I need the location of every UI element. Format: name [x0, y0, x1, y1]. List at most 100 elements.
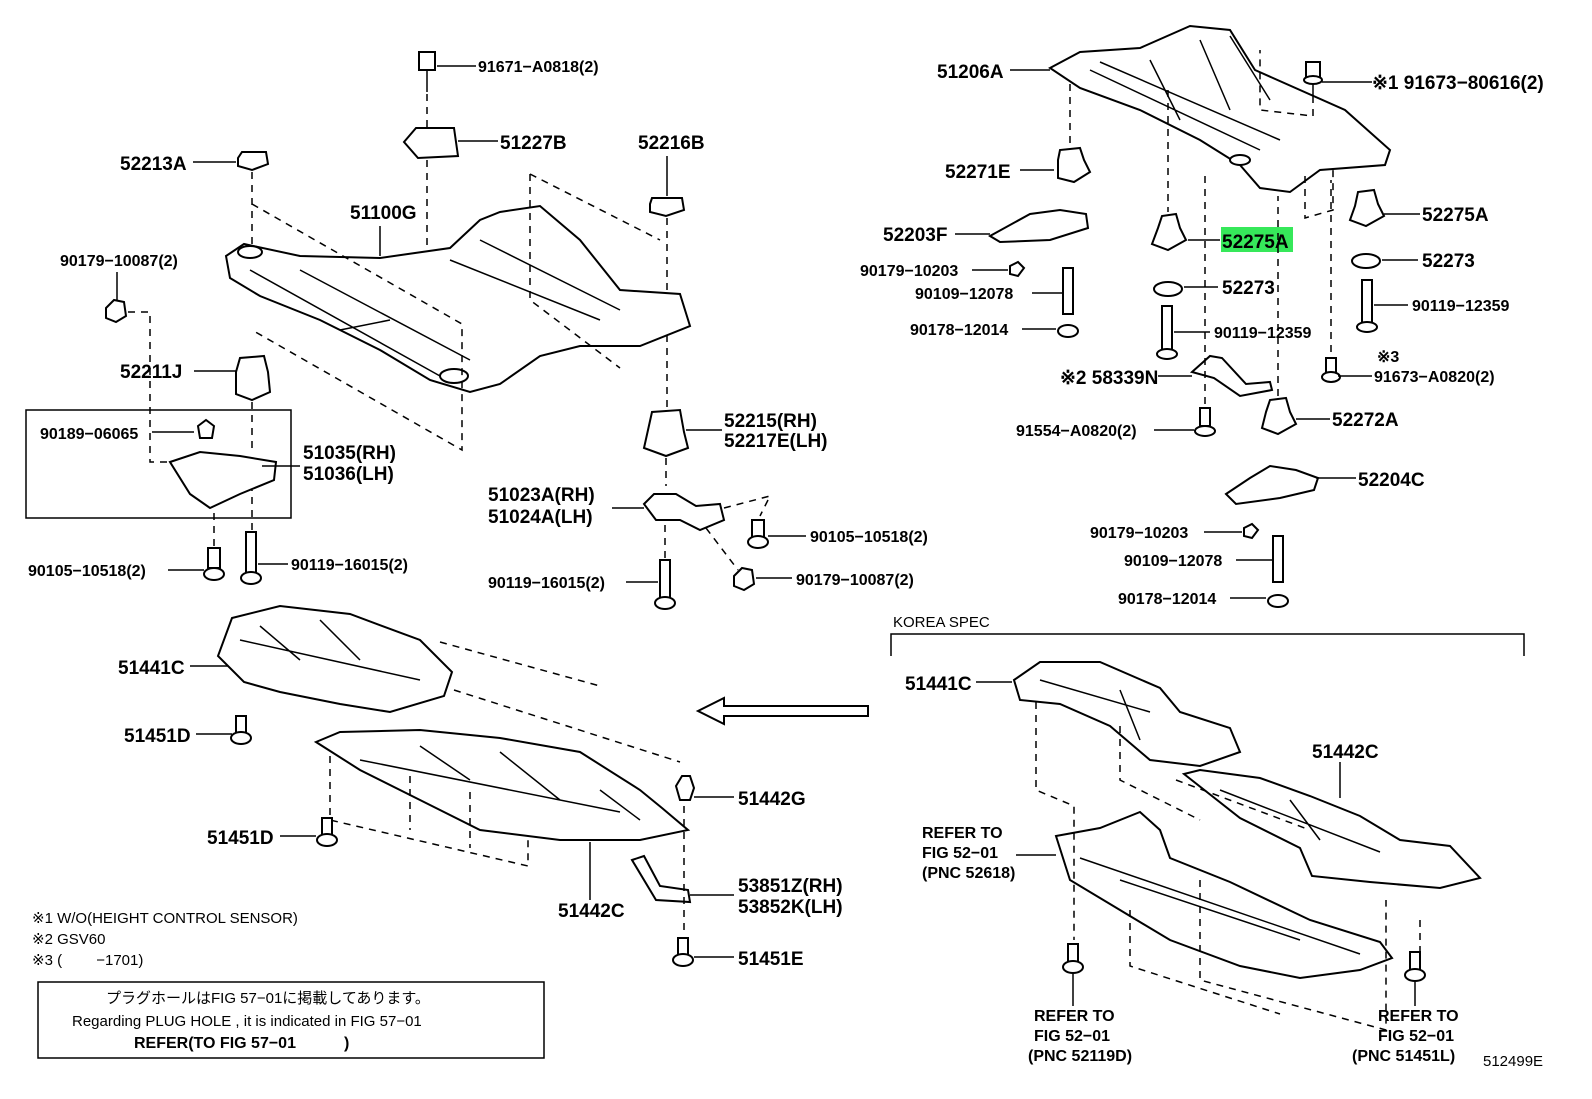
bushing-52275A[interactable]	[1348, 188, 1386, 228]
label-51442G: 51442G	[738, 789, 806, 810]
label-51451E: 51451E	[738, 949, 804, 970]
label-52275A-highlighted: 52275A	[1222, 232, 1289, 253]
stud-90109-12078-top[interactable]	[1062, 267, 1074, 315]
bolt-52119D[interactable]	[1062, 943, 1084, 974]
nut-90178-12014-bottom[interactable]	[1267, 594, 1289, 608]
label-58339N: ※2 58339N	[1060, 368, 1158, 389]
bolt-90119-12359-right[interactable]	[1356, 279, 1378, 333]
label-52216B: 52216B	[638, 133, 705, 154]
label-90189-06065: 90189−06065	[40, 426, 138, 443]
label-91554-A0820: 91554−A0820(2)	[1016, 423, 1137, 440]
bushing-52215-52217E[interactable]	[642, 408, 690, 458]
bolt-51451L[interactable]	[1404, 951, 1426, 982]
refer-3-line-3: (PNC 51451L)	[1352, 1048, 1455, 1065]
label-51451D-lower: 51451D	[207, 828, 274, 849]
note-2: ※2 GSV60	[32, 931, 105, 948]
cushion-52213A[interactable]	[237, 151, 270, 172]
label-90119-16015-left: 90119−16015(2)	[291, 557, 408, 574]
bushing-52271E[interactable]	[1057, 146, 1092, 184]
label-90178-12014-top: 90178−12014	[910, 322, 1008, 339]
label-53852K: 53852K(LH)	[738, 897, 843, 918]
label-90179-10087-right: 90179−10087(2)	[796, 572, 914, 589]
label-52215: 52215(RH)	[724, 411, 817, 432]
clip-51442G[interactable]	[674, 775, 696, 801]
label-51036: 51036(LH)	[303, 464, 394, 485]
bolt-51451E[interactable]	[672, 937, 694, 967]
label-51441C-korea: 51441C	[905, 674, 972, 695]
label-51442C-left: 51442C	[558, 901, 625, 922]
label-91671-A0818: 91671−A0818(2)	[478, 59, 599, 76]
label-90119-12359-right: 90119−12359	[1412, 298, 1510, 315]
label-90119-16015-right: 90119−16015(2)	[488, 575, 605, 592]
bracket-58339N[interactable]	[1189, 354, 1274, 398]
crossmember-51206A[interactable]	[1048, 24, 1392, 194]
crossmember-51100G[interactable]	[224, 204, 692, 394]
plug-hole-line-3: REFER(TO FIG 57−01 )	[134, 1035, 349, 1052]
label-52211J: 52211J	[120, 362, 182, 383]
bracket-51227B[interactable]	[402, 127, 460, 160]
highlight-52275A	[1221, 227, 1293, 252]
bolt-91671-A0818[interactable]	[418, 51, 436, 92]
bracket-52204C[interactable]	[1224, 464, 1320, 506]
nut-90178-12014-top[interactable]	[1057, 324, 1079, 338]
nut-90179-10203-top[interactable]	[1009, 260, 1026, 278]
stud-90109-12078-bottom[interactable]	[1272, 535, 1284, 583]
cover-51441C-left[interactable]	[216, 604, 454, 714]
cover-51442C-left[interactable]	[313, 728, 691, 841]
bolt-90119-16015-right[interactable]	[654, 559, 676, 610]
bolt-90105-10518-right[interactable]	[747, 519, 769, 549]
refer-3-line-2: FIG 52−01	[1378, 1028, 1454, 1045]
label-51441C-left: 51441C	[118, 658, 185, 679]
nut-90179-10203-bottom[interactable]	[1243, 522, 1260, 540]
diagram-id: 512499E	[1483, 1053, 1543, 1070]
nut-52273-center[interactable]	[1153, 281, 1183, 297]
bushing-52275A-highlighted[interactable]	[1150, 212, 1188, 252]
label-52217E: 52217E(LH)	[724, 431, 828, 452]
label-90179-10087-left: 90179−10087(2)	[60, 253, 178, 270]
bolt-90119-16015-left[interactable]	[240, 531, 262, 585]
bracket-53851Z-53852K[interactable]	[630, 854, 692, 904]
bushing-52211J[interactable]	[235, 354, 272, 402]
bracket-51035-51036[interactable]	[168, 450, 278, 510]
bushing-52272A[interactable]	[1260, 396, 1298, 436]
cover-51441C-korea[interactable]	[1012, 661, 1242, 768]
bolt-90105-10518-left[interactable]	[203, 547, 225, 581]
bolt-51451D-lower[interactable]	[316, 817, 338, 847]
bolt-91554-A0820[interactable]	[1194, 407, 1216, 437]
refer-1-line-3: (PNC 52618)	[922, 865, 1015, 882]
direction-arrow-icon	[695, 696, 869, 726]
label-91673-A0820: 91673−A0820(2)	[1374, 369, 1495, 386]
label-51227B: 51227B	[500, 133, 567, 154]
label-90109-12078-bottom: 90109−12078	[1124, 553, 1222, 570]
bolt-91673-80616[interactable]	[1303, 61, 1323, 96]
label-90105-10518-left: 90105−10518(2)	[28, 563, 146, 580]
bolt-90119-12359-center[interactable]	[1156, 305, 1178, 360]
nut-52273-right[interactable]	[1351, 253, 1381, 269]
cover-51442C-korea[interactable]	[1181, 768, 1482, 890]
cover-52618-korea[interactable]	[1054, 810, 1394, 980]
bolt-91673-A0820[interactable]	[1321, 357, 1341, 383]
refer-2-line-2: FIG 52−01	[1034, 1028, 1110, 1045]
label-52273-right: 52273	[1422, 251, 1475, 272]
label-90105-10518-right: 90105−10518(2)	[810, 529, 928, 546]
korea-spec-bracket	[890, 633, 1525, 656]
label-52275A: 52275A	[1422, 205, 1489, 226]
bracket-52203F[interactable]	[987, 208, 1090, 244]
refer-1-line-1: REFER TO	[922, 825, 1003, 842]
refer-2-line-3: (PNC 52119D)	[1028, 1048, 1132, 1065]
nut-90179-10087-left[interactable]	[105, 298, 128, 324]
label-51451D-upper: 51451D	[124, 726, 191, 747]
cushion-52216B[interactable]	[649, 197, 686, 218]
label-51206A: 51206A	[937, 62, 1004, 83]
bracket-51023A-51024A[interactable]	[642, 493, 726, 532]
plug-hole-box	[37, 981, 545, 1059]
label-51442C-korea: 51442C	[1312, 742, 1379, 763]
refer-3-line-1: REFER TO	[1378, 1008, 1459, 1025]
label-52203F: 52203F	[883, 225, 947, 246]
nut-90189-06065[interactable]	[196, 418, 216, 439]
label-51023A: 51023A(RH)	[488, 485, 595, 506]
nut-90179-10087-right[interactable]	[733, 566, 756, 592]
bracket-group-box	[25, 409, 292, 519]
bolt-51451D-upper[interactable]	[230, 715, 252, 745]
